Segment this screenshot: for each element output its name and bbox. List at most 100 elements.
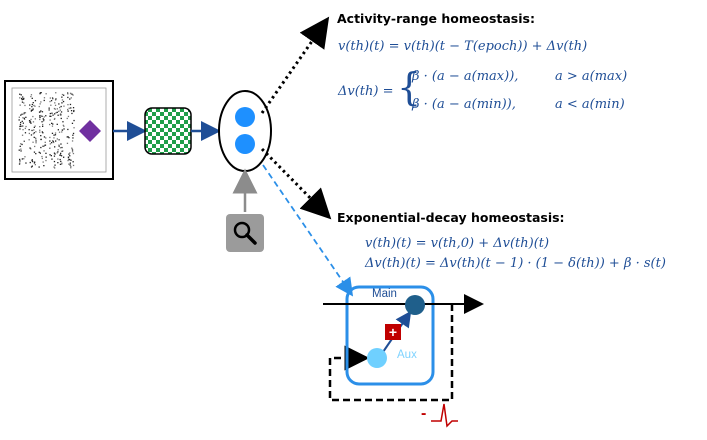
- raster-dot: [25, 125, 27, 128]
- raster-dot: [52, 123, 54, 125]
- raster-dot: [53, 166, 55, 168]
- raster-dot: [20, 125, 22, 127]
- raster-dot: [34, 164, 36, 166]
- raster-dot: [70, 159, 72, 161]
- raster-dot: [19, 145, 21, 147]
- raster-dot: [34, 105, 36, 107]
- raster-dot: [49, 147, 51, 149]
- raster-dot: [71, 148, 73, 150]
- raster-dot: [48, 107, 50, 109]
- raster-dot: [20, 150, 22, 152]
- raster-dot: [30, 148, 32, 150]
- raster-dot: [45, 152, 47, 154]
- raster-dot: [70, 97, 72, 99]
- activity-equation-1-text: v(th)(t) = v(th)(t − T(epoch)) + Δv(th): [338, 39, 588, 54]
- raster-dot: [57, 158, 59, 160]
- raster-dot: [24, 112, 27, 114]
- raster-dot: [31, 160, 33, 162]
- raster-dot: [69, 98, 71, 100]
- raster-dot: [35, 131, 37, 133]
- raster-dot: [29, 108, 31, 110]
- raster-dot: [18, 163, 21, 165]
- cases-brace: {: [397, 65, 422, 109]
- raster-dot: [35, 153, 37, 155]
- raster-dot: [19, 125, 21, 128]
- raster-dot: [23, 102, 25, 104]
- feedback-loop: [328, 304, 454, 402]
- raster-dot: [67, 108, 69, 111]
- raster-dot: [44, 144, 47, 146]
- raster-dot: [41, 157, 43, 160]
- raster-dot: [25, 116, 27, 118]
- raster-dot: [18, 149, 20, 151]
- raster-dot: [69, 158, 71, 161]
- raster-dot: [24, 127, 26, 130]
- raster-dot: [54, 167, 56, 169]
- raster-dot: [49, 140, 51, 142]
- raster-dot: [22, 129, 24, 131]
- raster-dot: [35, 142, 37, 144]
- raster-dot: [59, 106, 61, 109]
- raster-dot: [61, 99, 64, 101]
- raster-dot: [54, 113, 56, 115]
- raster-dot: [49, 100, 51, 103]
- raster-dot: [21, 134, 24, 136]
- raster-dot: [60, 111, 63, 113]
- raster-dot: [55, 92, 57, 94]
- raster-dot: [51, 125, 54, 127]
- raster-dot: [42, 145, 44, 147]
- raster-dot: [32, 115, 34, 118]
- raster-dot: [54, 132, 57, 134]
- raster-dot: [68, 107, 70, 109]
- raster-dot: [23, 118, 26, 120]
- raster-dot: [28, 132, 30, 135]
- raster-dot: [71, 122, 74, 124]
- raster-dot: [54, 153, 56, 155]
- raster-dot: [18, 116, 20, 118]
- raster-dot: [45, 137, 47, 139]
- raster-dot: [71, 112, 73, 115]
- raster-dot: [33, 162, 36, 164]
- raster-dot: [39, 129, 41, 131]
- raster-dot: [53, 155, 56, 157]
- raster-dot: [30, 166, 33, 168]
- raster-dot: [40, 101, 42, 103]
- raster-dot: [42, 161, 44, 163]
- raster-dot: [41, 121, 43, 123]
- raster-dot: [50, 155, 52, 157]
- raster-dot: [68, 163, 70, 165]
- raster-dot: [67, 93, 69, 95]
- raster-dot: [39, 126, 41, 128]
- raster-dot: [73, 127, 75, 129]
- plus-sign: +: [389, 324, 397, 340]
- raster-dot: [72, 132, 75, 135]
- raster-dot: [69, 103, 72, 106]
- exp-equation-2: Δv(th)(t) = Δv(th)(t − 1) · (1 − δ(th)) …: [365, 256, 666, 271]
- raster-dot: [72, 161, 74, 163]
- raster-dot: [20, 114, 22, 116]
- raster-dot: [41, 115, 43, 117]
- raster-dot: [31, 103, 33, 106]
- raster-dot: [67, 136, 69, 138]
- raster-dot: [19, 97, 21, 99]
- raster-dot: [58, 144, 60, 146]
- checkerboard-icon: [144, 107, 192, 155]
- raster-dot: [19, 93, 21, 95]
- raster-dot: [55, 98, 57, 100]
- raster-dot: [73, 110, 75, 113]
- raster-dot: [41, 131, 43, 133]
- raster-dot: [29, 161, 31, 164]
- raster-dot: [43, 99, 45, 102]
- raster-dot: [52, 140, 54, 142]
- main-label: Main: [372, 288, 397, 300]
- raster-dot: [54, 104, 57, 106]
- raster-dot: [67, 115, 70, 118]
- raster-dot: [31, 109, 34, 111]
- raster-dot: [56, 123, 58, 125]
- raster-plot-icon: [18, 92, 75, 169]
- raster-dot: [58, 145, 60, 147]
- raster-dot: [34, 118, 36, 120]
- raster-dot: [57, 151, 59, 153]
- raster-dot: [38, 105, 40, 108]
- raster-dot: [61, 163, 63, 165]
